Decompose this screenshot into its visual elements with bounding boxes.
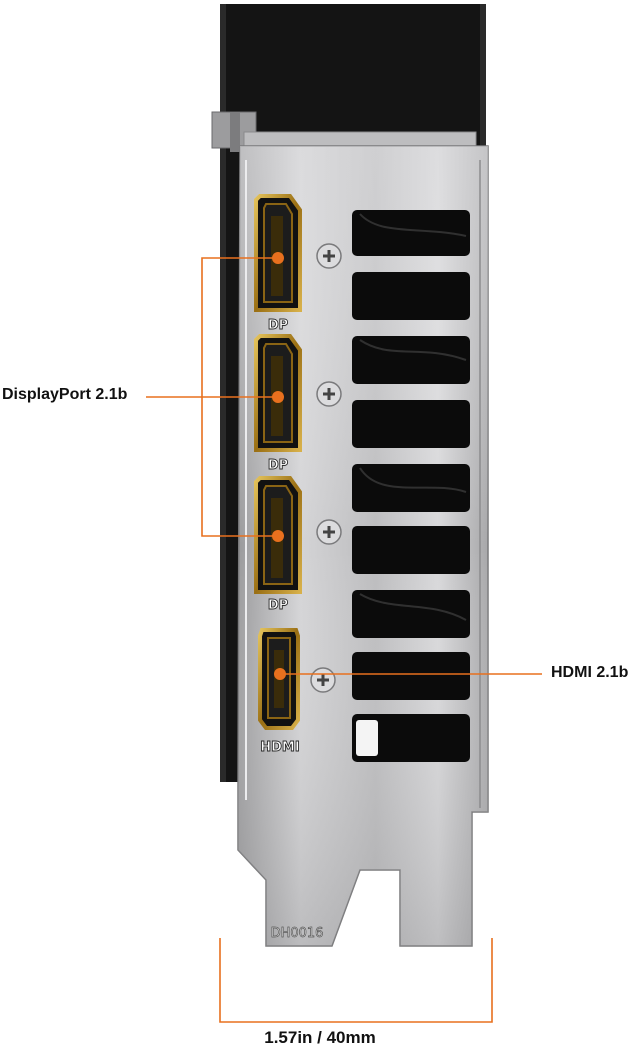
screw-icon [316, 243, 342, 269]
callout-dot [272, 530, 284, 542]
dimension-label: 1.57in / 40mm [264, 1028, 376, 1047]
screw-icon [316, 519, 342, 545]
vent-slots [352, 210, 470, 762]
callout-dot [272, 391, 284, 403]
bracket-code: DH0016 [271, 926, 324, 941]
port-label-dp-2: DP [268, 458, 288, 473]
callout-dot [274, 668, 286, 680]
port-label-dp-3: DP [268, 598, 288, 613]
dimension-bracket [219, 938, 493, 1023]
hdmi-callout-label: HDMI 2.1b [551, 664, 629, 681]
screw-icon [316, 381, 342, 407]
port-label-dp-1: DP [268, 318, 288, 333]
displayport-callout-label: DisplayPort 2.1b [2, 386, 128, 403]
port-label-hdmi: HDMI [260, 740, 299, 755]
screw-icon [310, 667, 336, 693]
callout-dot [272, 252, 284, 264]
displayport-callout-lines [146, 257, 278, 537]
